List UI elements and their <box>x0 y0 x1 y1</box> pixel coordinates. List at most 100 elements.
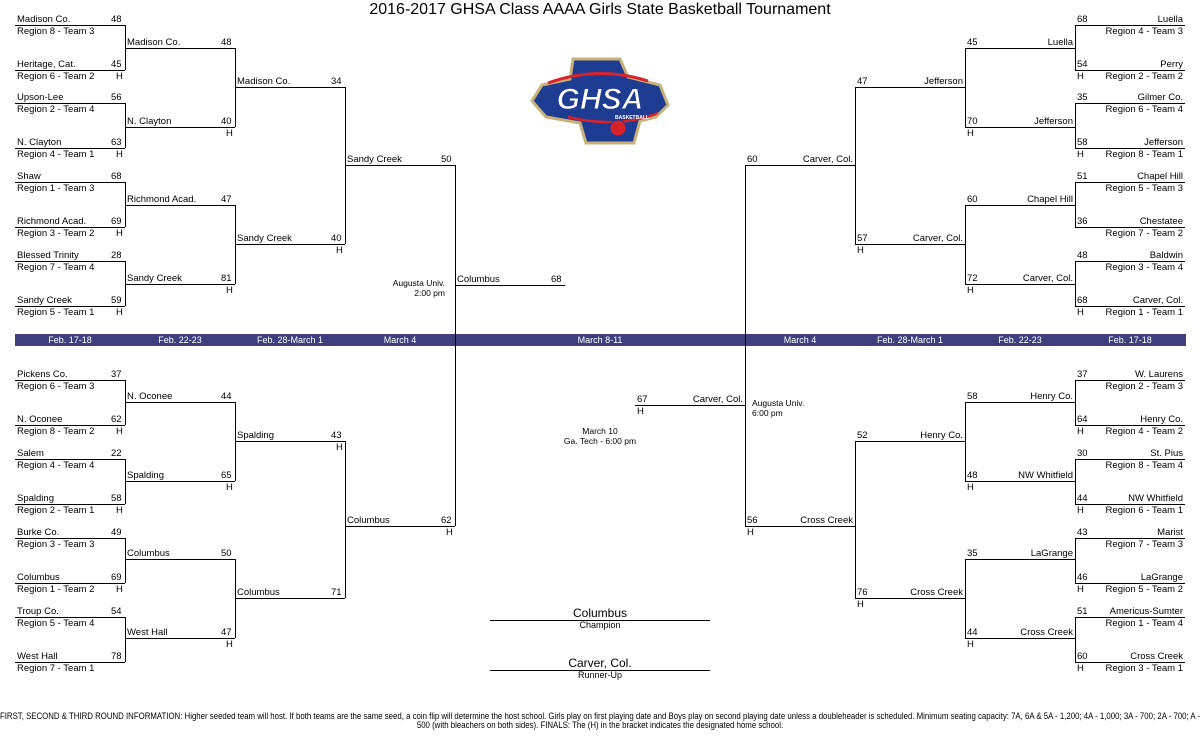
team-score: 57 <box>857 233 868 244</box>
team-name: Columbus <box>347 515 390 526</box>
team-region: Region 5 - Team 4 <box>17 618 95 629</box>
team-name: Gilmer Co. <box>1137 92 1183 103</box>
team-name: Jefferson <box>1144 137 1183 148</box>
team-score: 78 <box>111 651 122 662</box>
team-score: 47 <box>221 627 232 638</box>
round-date-label: Feb. 28-March 1 <box>256 335 324 345</box>
team-name: Jefferson <box>924 76 963 87</box>
team-score: 47 <box>857 76 868 87</box>
home-indicator: H <box>857 599 864 610</box>
team-slot-line <box>1075 617 1185 618</box>
team-name: Spalding <box>17 493 54 504</box>
team-slot-line <box>125 402 235 403</box>
team-region: Region 3 - Team 1 <box>1105 663 1183 674</box>
round-date-label: Feb. 17-18 <box>1108 335 1152 345</box>
team-score: 37 <box>111 369 122 380</box>
bracket-connector <box>125 261 126 306</box>
team-slot-line <box>15 380 125 381</box>
bracket-connector <box>1075 459 1076 504</box>
team-score: 48 <box>967 470 978 481</box>
team-region: Region 5 - Team 2 <box>1105 584 1183 595</box>
team-slot-line <box>235 598 345 599</box>
home-indicator: H <box>967 482 974 493</box>
team-score: 58 <box>111 493 122 504</box>
team-name: Sandy Creek <box>17 295 72 306</box>
team-score: 50 <box>441 154 452 165</box>
bracket-connector <box>1075 380 1076 425</box>
bracket-connector <box>1075 182 1076 227</box>
team-name: Spalding <box>127 470 164 481</box>
team-score: 30 <box>1077 448 1088 459</box>
team-name: St. Pius <box>1150 448 1183 459</box>
team-name: W. Laurens <box>1134 369 1183 380</box>
team-name: Columbus <box>457 274 500 285</box>
home-indicator: H <box>116 307 123 318</box>
venue-left-semi-time: 2:00 pm <box>414 288 445 298</box>
team-region: Region 3 - Team 4 <box>1105 262 1183 273</box>
team-name: Madison Co. <box>17 14 71 25</box>
team-slot-line <box>15 617 125 618</box>
team-score: 40 <box>221 116 232 127</box>
team-slot-line <box>15 25 125 26</box>
round-date-label: March 4 <box>783 335 817 345</box>
team-region: Region 1 - Team 3 <box>17 183 95 194</box>
team-score: 54 <box>111 606 122 617</box>
team-name: Jefferson <box>1034 116 1073 127</box>
home-indicator: H <box>967 639 974 650</box>
team-name: Baldwin <box>1149 250 1183 261</box>
venue-right-semi-name: Augusta Univ. <box>752 398 805 408</box>
team-score: 69 <box>111 572 122 583</box>
home-indicator: H <box>857 245 864 256</box>
team-name: N. Oconee <box>17 414 63 425</box>
team-name: Burke Co. <box>17 527 60 538</box>
round-date-label: March 4 <box>383 335 417 345</box>
team-score: 59 <box>111 295 122 306</box>
team-score: 51 <box>1077 171 1088 182</box>
bracket-connector <box>1075 103 1076 148</box>
team-slot-line <box>125 559 235 560</box>
team-name: Spalding <box>237 430 274 441</box>
team-slot-line <box>855 598 965 599</box>
home-indicator: H <box>446 527 453 538</box>
team-slot-line <box>965 559 1075 560</box>
team-region: Region 6 - Team 4 <box>1105 104 1183 115</box>
team-score: 48 <box>1077 250 1088 261</box>
team-slot-line <box>345 526 455 527</box>
team-name: Madison Co. <box>237 76 291 87</box>
team-score: 52 <box>857 430 868 441</box>
team-score: 48 <box>111 14 122 25</box>
team-score: 46 <box>1077 572 1088 583</box>
team-score: 60 <box>967 194 978 205</box>
team-score: 51 <box>1077 606 1088 617</box>
team-slot-line <box>345 165 455 166</box>
team-name: Perry <box>1160 59 1183 70</box>
team-score: 64 <box>1077 414 1088 425</box>
team-region: Region 5 - Team 1 <box>17 307 95 318</box>
team-slot-line <box>125 284 235 285</box>
round-date-label: March 8-11 <box>577 335 623 345</box>
team-score: 36 <box>1077 216 1088 227</box>
bracket-connector <box>125 25 126 70</box>
team-score: 40 <box>331 233 342 244</box>
team-slot-line <box>15 504 125 505</box>
venue-right-semi-time: 6:00 pm <box>752 408 783 418</box>
team-slot-line <box>965 205 1075 206</box>
bracket-connector <box>1075 617 1076 662</box>
team-region: Region 4 - Team 2 <box>1105 426 1183 437</box>
team-score: 60 <box>1077 651 1088 662</box>
team-name: Troup Co. <box>17 606 59 617</box>
champion-line <box>490 620 710 621</box>
bracket-connector <box>1075 25 1076 70</box>
team-name: NW Whitfield <box>1018 470 1073 481</box>
home-indicator: H <box>116 584 123 595</box>
team-name: Henry Co. <box>1140 414 1183 425</box>
ghsa-logo: GHSA BASKETBALL <box>528 55 673 147</box>
bracket-connector <box>965 559 966 638</box>
champion-label: Champion <box>579 620 621 630</box>
team-slot-line <box>635 405 745 406</box>
team-score: 60 <box>747 154 758 165</box>
team-score: 34 <box>331 76 342 87</box>
runner-up-name: Carver, Col. <box>568 656 632 670</box>
home-indicator: H <box>967 128 974 139</box>
team-score: 45 <box>967 37 978 48</box>
